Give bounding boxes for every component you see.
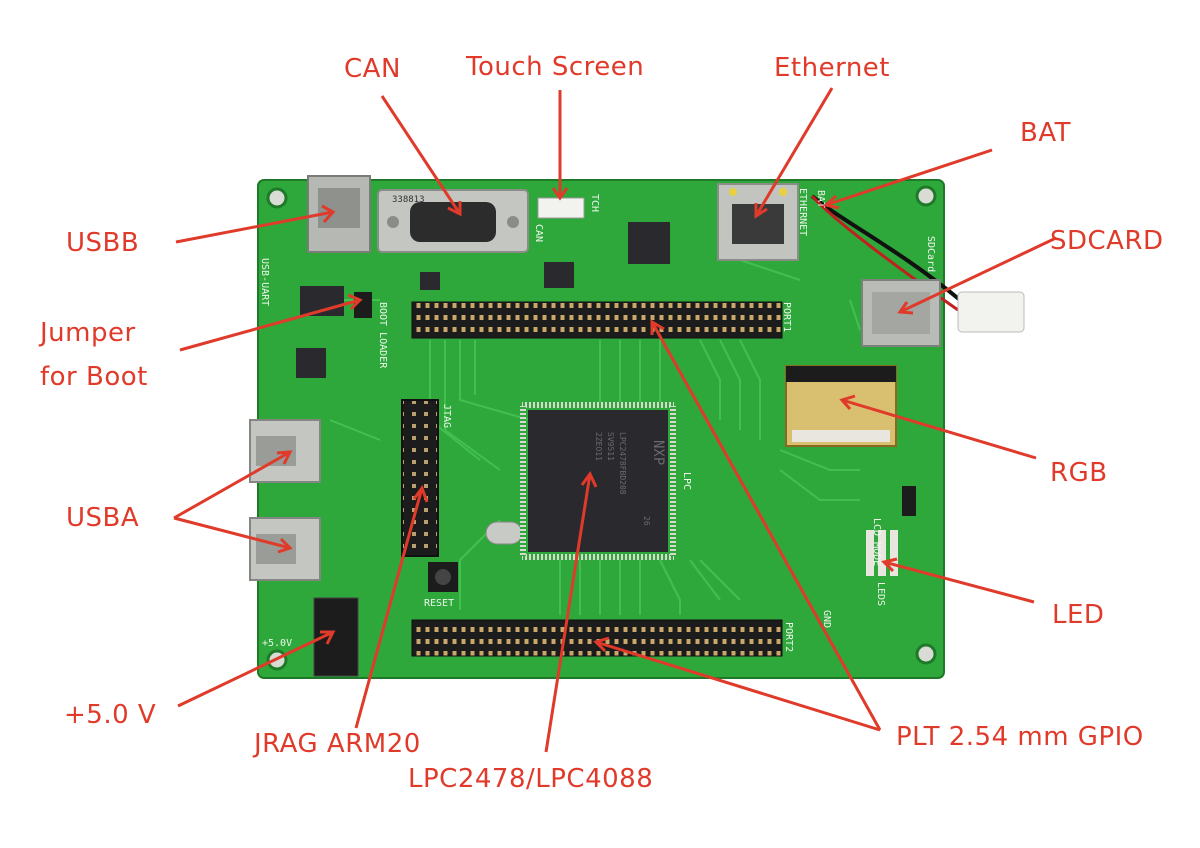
silk-plus5v: +5.0V <box>262 638 292 649</box>
label-touch-screen: Touch Screen <box>466 52 645 82</box>
usb-a-connectors <box>249 419 321 581</box>
arrow-rgb <box>841 398 1037 460</box>
silk-bat: BAT <box>815 190 826 208</box>
arrow-usba-2-head <box>277 537 293 554</box>
arrow-touch-head <box>551 187 569 201</box>
label-mcu: LPC2478/LPC4088 <box>408 764 654 794</box>
db9-can-connector: 338813 <box>377 189 529 253</box>
small-chip <box>544 262 574 288</box>
arrow-sdcard-head <box>897 301 914 315</box>
arrow-usba-2 <box>173 516 291 550</box>
silk-reset: RESET <box>424 598 454 609</box>
arrow-mcu-head <box>580 471 598 488</box>
chip-line3: 2ZEO11 <box>594 432 603 461</box>
label-led: LED <box>1052 600 1105 630</box>
silk-ethernet: ETHERNET <box>797 188 808 236</box>
label-ethernet: Ethernet <box>774 53 890 83</box>
reset-button <box>428 562 458 592</box>
arrow-led-head <box>881 557 898 573</box>
silk-sdcard: SDCard <box>925 236 936 272</box>
silk-leds: LEDS <box>875 582 886 606</box>
label-can: CAN <box>344 54 401 84</box>
arrow-usba-1-head <box>276 450 293 465</box>
lcd-mode-jumper <box>902 486 916 516</box>
arrow-sdcard <box>899 236 1057 314</box>
label-usbb: USBB <box>66 228 140 258</box>
arrow-mcu <box>544 473 592 753</box>
silk-jtag: JTAG <box>441 404 452 428</box>
ethernet-jack <box>717 183 799 261</box>
label-jrag: JRAG ARM20 <box>254 729 421 759</box>
silk-usb-uart: USB-UART <box>259 258 270 306</box>
arrow-gpio-1-head <box>650 319 665 335</box>
silk-lpc: LPC <box>681 472 692 490</box>
touch-connector <box>537 197 585 219</box>
chip-line4: 26 <box>642 516 651 526</box>
arrow-jrag-head <box>412 484 429 503</box>
crystal <box>485 521 523 545</box>
port1-header <box>411 301 783 339</box>
led-array <box>866 530 898 576</box>
arrow-usbb-head <box>321 204 336 224</box>
arrow-usba-1 <box>173 450 291 520</box>
arrow-bat <box>825 148 993 207</box>
chip-brand: NXP <box>650 440 666 465</box>
arrow-bat-head <box>822 194 840 210</box>
arrow-can <box>380 95 462 215</box>
arrow-rgb-head <box>839 394 856 410</box>
label-gpio: PLT 2.54 mm GPIO <box>896 722 1144 752</box>
silk-tch: TCH <box>589 194 600 212</box>
arrow-jrag <box>354 487 424 729</box>
arrow-jumper <box>179 298 361 352</box>
chip-part: LPC2478FBD208 <box>618 432 627 495</box>
jtag-header <box>401 399 439 557</box>
silk-gnd: GND <box>821 610 832 628</box>
arrow-jumper-head <box>347 293 363 311</box>
label-rgb: RGB <box>1050 458 1108 488</box>
arrow-5v <box>177 630 334 708</box>
label-jumper-boot-1: Jumper <box>40 318 136 348</box>
mcu-chip: NXP LPC2478FBD208 SV9511 2ZEO11 26 <box>520 402 676 560</box>
label-bat: BAT <box>1020 118 1071 148</box>
label-jumper-boot-2: for Boot <box>40 362 148 392</box>
arrow-led <box>883 560 1035 604</box>
small-chip <box>420 272 440 290</box>
db9-code: 338813 <box>392 195 425 205</box>
label-5v: +5.0 V <box>64 700 157 730</box>
regulator <box>296 348 326 378</box>
arrow-gpio-2-head <box>593 636 610 653</box>
arrow-usbb <box>175 210 334 244</box>
chip-line2: SV9511 <box>606 432 615 461</box>
ethernet-phy-chip <box>628 222 670 264</box>
silk-can: CAN <box>533 224 544 242</box>
label-sdcard: SDCARD <box>1050 226 1164 256</box>
silk-port2: PORT2 <box>783 622 794 652</box>
label-usba: USBA <box>66 503 140 533</box>
silk-port1: PORT1 <box>781 302 792 332</box>
silk-lcd-mode: LCD MODE <box>871 518 882 566</box>
arrow-5v-head <box>320 630 336 645</box>
rgb-fpc-connector <box>785 365 897 447</box>
port2-header <box>411 619 783 657</box>
callout-arrows <box>173 87 1057 753</box>
arrow-ethernet-head <box>754 203 768 219</box>
arrow-gpio-1 <box>650 321 882 731</box>
arrow-ethernet <box>754 87 834 217</box>
silk-boot-loader: BOOT LOADER <box>377 302 388 369</box>
arrow-can-head <box>447 201 462 217</box>
arrow-gpio-2 <box>595 640 881 732</box>
